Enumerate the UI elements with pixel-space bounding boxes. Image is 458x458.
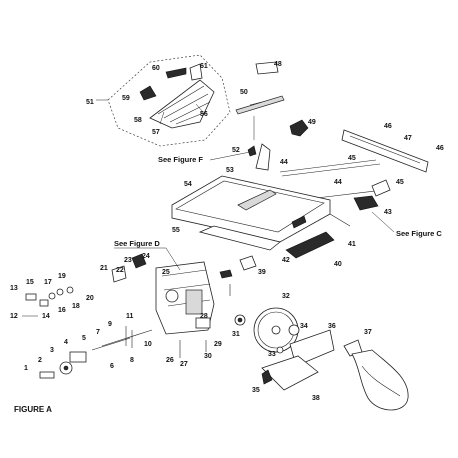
part-label-60: 60	[152, 65, 160, 72]
part-label-46: 46	[384, 123, 392, 130]
part-label-21: 21	[100, 265, 108, 272]
part-label-49: 49	[308, 119, 316, 126]
part-label-18: 18	[72, 303, 80, 310]
part-number-labels: 1 2 3 4 5 6 7 8 9 10 11 12 13 14 15 16 1…	[10, 61, 444, 402]
part-label-54: 54	[184, 181, 192, 188]
part-label-43: 43	[384, 209, 392, 216]
part-label-56: 56	[200, 111, 208, 118]
part-label-17: 17	[44, 279, 52, 286]
part-label-13: 13	[10, 285, 18, 292]
see-figure-f-label: See Figure F	[158, 155, 203, 164]
part-label-14: 14	[42, 313, 50, 320]
part-label-47: 47	[404, 135, 412, 142]
part-label-44b: 44	[334, 179, 342, 186]
riving-knife-parts	[235, 61, 309, 171]
part-label-51: 51	[86, 99, 94, 106]
part-label-41: 41	[348, 241, 356, 248]
part-label-37: 37	[364, 329, 372, 336]
saw-table	[171, 175, 351, 259]
part-label-5: 5	[82, 335, 86, 342]
part-label-44: 44	[280, 159, 288, 166]
part-label-23: 23	[124, 257, 132, 264]
hardware-parts	[22, 284, 231, 379]
part-label-16: 16	[58, 307, 66, 314]
part-label-1: 1	[24, 365, 28, 372]
part-label-6: 6	[110, 363, 114, 370]
part-label-45b: 45	[396, 179, 404, 186]
part-label-19: 19	[58, 273, 66, 280]
part-label-39: 39	[258, 269, 266, 276]
motor-trunnion-assembly	[111, 253, 257, 335]
part-label-10: 10	[144, 341, 152, 348]
part-label-2: 2	[38, 357, 42, 364]
part-label-27: 27	[180, 361, 188, 368]
part-label-55: 55	[172, 227, 180, 234]
part-label-7: 7	[96, 329, 100, 336]
part-label-9: 9	[108, 321, 112, 328]
part-label-32: 32	[282, 293, 290, 300]
part-label-50: 50	[240, 89, 248, 96]
part-label-24: 24	[142, 253, 150, 260]
see-figure-d-label: See Figure D	[114, 239, 160, 248]
part-label-20: 20	[86, 295, 94, 302]
part-label-29: 29	[214, 341, 222, 348]
part-label-25: 25	[162, 269, 170, 276]
part-label-3: 3	[50, 347, 54, 354]
see-figure-c-label: See Figure C	[396, 229, 442, 238]
part-label-11: 11	[126, 313, 134, 320]
figure-references: See Figure F See Figure D See Figure C F…	[14, 151, 442, 414]
part-label-8: 8	[130, 357, 134, 364]
part-label-53: 53	[226, 167, 234, 174]
part-label-35: 35	[252, 387, 260, 394]
part-label-42: 42	[282, 257, 290, 264]
part-label-38: 38	[312, 395, 320, 402]
figure-caption: FIGURE A	[14, 405, 52, 414]
blade-arbor-parts	[234, 307, 335, 391]
part-label-26: 26	[166, 357, 174, 364]
part-label-31: 31	[232, 331, 240, 338]
part-label-52: 52	[232, 147, 240, 154]
part-label-12: 12	[10, 313, 18, 320]
part-label-58: 58	[134, 117, 142, 124]
part-label-46b: 46	[436, 145, 444, 152]
part-label-40: 40	[334, 261, 342, 268]
part-label-36: 36	[328, 323, 336, 330]
part-label-57: 57	[152, 129, 160, 136]
part-label-33: 33	[268, 351, 276, 358]
part-label-15: 15	[26, 279, 34, 286]
part-label-4: 4	[64, 339, 68, 346]
part-label-22: 22	[116, 267, 124, 274]
part-label-34: 34	[300, 323, 308, 330]
part-label-28: 28	[200, 313, 208, 320]
blade-guard-assembly	[96, 54, 231, 147]
part-label-61: 61	[200, 63, 208, 70]
part-label-48: 48	[274, 61, 282, 68]
part-label-45: 45	[348, 155, 356, 162]
dust-bag	[343, 339, 409, 411]
part-label-30: 30	[204, 353, 212, 360]
part-label-59: 59	[122, 95, 130, 102]
